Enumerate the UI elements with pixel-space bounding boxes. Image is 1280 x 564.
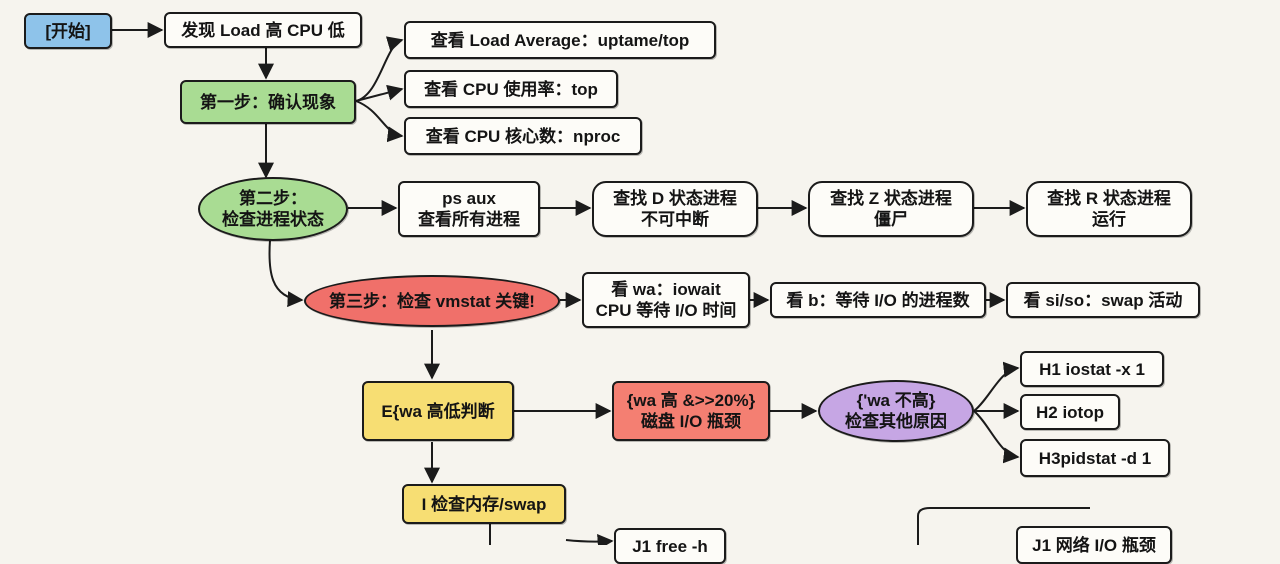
i-mem-node[interactable]: I 检查内存/swap [402, 484, 566, 524]
step2-label-line1: 第二步： [239, 189, 307, 208]
arrow-step1-cores [355, 100, 404, 143]
wa-node[interactable]: 看 wa：iowait CPU 等待 I/O 时间 [582, 272, 750, 328]
psaux-label-line1: ps aux [442, 189, 496, 208]
discover-label: 发现 Load 高 CPU 低 [181, 20, 345, 40]
step1-node[interactable]: 第一步：确认现象 [180, 80, 356, 124]
cpu-usage-label: 查看 CPU 使用率：top [424, 79, 598, 99]
step3-node[interactable]: 第三步：检查 vmstat 关键! [304, 275, 560, 327]
la-label: 查看 Load Average：uptame/top [430, 30, 690, 50]
connector-layer [112, 22, 1090, 545]
step2-node[interactable]: 第二步： 检查进程状态 [198, 177, 348, 241]
wa-high-label-line2: 磁盘 I/O 瓶颈 [640, 412, 742, 431]
r-state-node[interactable]: 查找 R 状态进程 运行 [1026, 181, 1192, 237]
r-state-label-line2: 运行 [1092, 210, 1126, 229]
wa-label-line2: CPU 等待 I/O 时间 [595, 301, 737, 320]
b-node[interactable]: 看 b：等待 I/O 的进程数 [770, 282, 986, 318]
r-state-label-line1: 查找 R 状态进程 [1047, 189, 1171, 208]
j1-label: J1 free -h [632, 536, 708, 556]
j1-node[interactable]: J1 free -h [614, 528, 726, 564]
h3-node[interactable]: H3pidstat -d 1 [1020, 439, 1170, 477]
h1-label: H1 iostat -x 1 [1039, 359, 1145, 379]
wa-high-node[interactable]: {wa 高 &>>20%} 磁盘 I/O 瓶颈 [612, 381, 770, 441]
e-wa-label: E{wa 高低判断 [381, 401, 495, 421]
cpu-cores-label: 查看 CPU 核心数：nproc [425, 126, 621, 146]
start-label: [开始] [45, 21, 91, 41]
arrow-step1-la [355, 36, 404, 102]
arrow-imem-j1 [565, 534, 614, 545]
siso-node[interactable]: 看 si/so：swap 活动 [1006, 282, 1200, 318]
h1-node[interactable]: H1 iostat -x 1 [1020, 351, 1164, 387]
discover-node[interactable]: 发现 Load 高 CPU 低 [164, 12, 362, 48]
flowchart-canvas: [开始] 发现 Load 高 CPU 低 第一步：确认现象 查看 Load Av… [24, 12, 1200, 564]
la-node[interactable]: 查看 Load Average：uptame/top [404, 21, 716, 59]
step3-label: 第三步：检查 vmstat 关键! [329, 291, 535, 311]
z-state-label-line1: 查找 Z 状态进程 [830, 189, 952, 208]
h3-label: H3pidstat -d 1 [1038, 448, 1152, 468]
arrow-step2-step3 [268, 239, 304, 308]
wa-low-node[interactable]: {'wa 不高} 检查其他原因 [818, 380, 974, 442]
start-node[interactable]: [开始] [24, 13, 112, 49]
cpu-cores-node[interactable]: 查看 CPU 核心数：nproc [404, 117, 642, 155]
z-state-node[interactable]: 查找 Z 状态进程 僵尸 [808, 181, 974, 237]
h2-node[interactable]: H2 iotop [1020, 394, 1120, 430]
wa-low-label-line1: {'wa 不高} [856, 391, 936, 410]
d-state-label-line2: 不可中断 [641, 210, 709, 229]
i-mem-label: I 检查内存/swap [421, 494, 547, 514]
connector-bracket-l1 [917, 507, 1090, 545]
arrow-walow-h1 [973, 361, 1020, 412]
psaux-label-line2: 查看所有进程 [418, 210, 520, 229]
arrow-walow-h3 [973, 410, 1020, 464]
wa-low-label-line2: 检查其他原因 [845, 412, 947, 431]
step2-label-line2: 检查进程状态 [222, 210, 324, 229]
siso-label: 看 si/so：swap 活动 [1023, 290, 1183, 310]
h2-label: H2 iotop [1036, 402, 1104, 422]
step1-label: 第一步：确认现象 [200, 92, 336, 112]
d-state-label-line1: 查找 D 状态进程 [613, 189, 737, 208]
cpu-usage-node[interactable]: 查看 CPU 使用率：top [404, 70, 618, 108]
z-state-label-line2: 僵尸 [874, 210, 908, 229]
e-wa-node[interactable]: E{wa 高低判断 [362, 381, 514, 441]
arrow-step1-cpu [355, 84, 404, 102]
wa-label-line1: 看 wa：iowait [611, 280, 721, 299]
psaux-node[interactable]: ps aux 查看所有进程 [398, 181, 540, 237]
wa-high-label-line1: {wa 高 &>>20%} [626, 391, 756, 410]
l1-label: J1 网络 I/O 瓶颈 [1032, 535, 1156, 555]
b-label: 看 b：等待 I/O 的进程数 [786, 290, 970, 310]
d-state-node[interactable]: 查找 D 状态进程 不可中断 [592, 181, 758, 237]
l1-node[interactable]: J1 网络 I/O 瓶颈 [1016, 526, 1172, 564]
